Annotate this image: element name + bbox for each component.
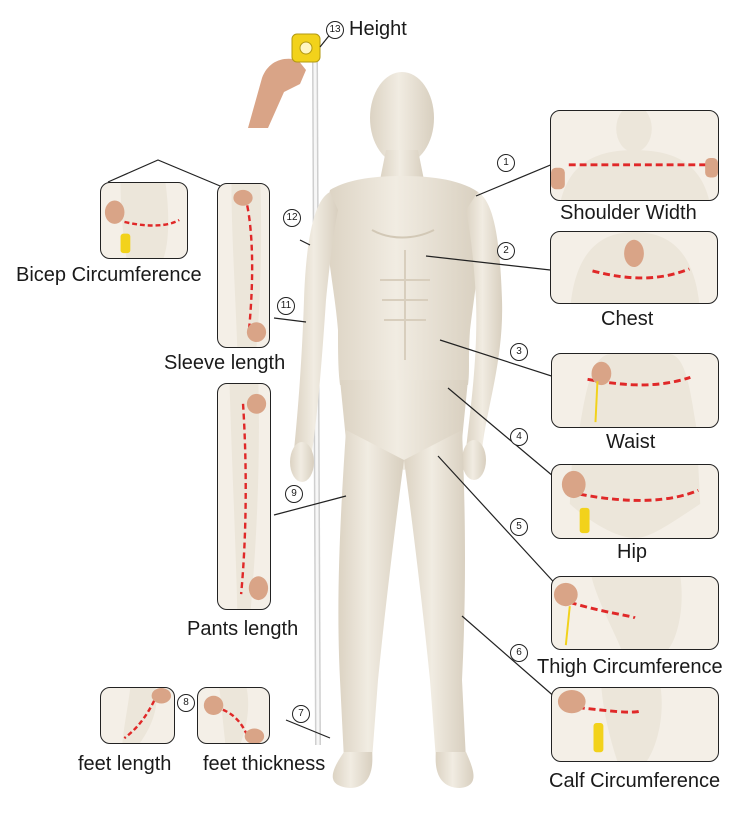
label-bicep: Bicep Circumference bbox=[16, 264, 202, 286]
badge-6: 6 bbox=[510, 644, 528, 662]
badge-4: 4 bbox=[510, 428, 528, 446]
label-feet-thickness: feet thickness bbox=[203, 753, 326, 775]
pants-photo bbox=[217, 383, 271, 610]
badge-12: 12 bbox=[283, 209, 301, 227]
calf-photo bbox=[551, 687, 719, 762]
label-pants: Pants length bbox=[187, 618, 299, 640]
label-shoulder-width: Shoulder Width bbox=[560, 202, 697, 224]
bicep-photo bbox=[100, 182, 188, 259]
feet-length-photo bbox=[100, 687, 175, 744]
badge-13: 13 bbox=[326, 21, 344, 39]
chest-photo bbox=[550, 231, 718, 304]
label-feet-length: feet length bbox=[78, 753, 172, 775]
badge-9: 9 bbox=[285, 485, 303, 503]
label-waist: Waist bbox=[606, 431, 656, 453]
label-calf: Calf Circumference bbox=[549, 770, 721, 792]
thigh-photo bbox=[551, 576, 719, 650]
sleeve-photo bbox=[217, 183, 270, 348]
badge-2: 2 bbox=[497, 242, 515, 260]
feet-thickness-photo bbox=[197, 687, 270, 744]
label-chest: Chest bbox=[601, 308, 654, 330]
badge-5: 5 bbox=[510, 518, 528, 536]
hip-photo bbox=[551, 464, 719, 539]
waist-photo bbox=[551, 353, 719, 428]
badge-1: 1 bbox=[497, 154, 515, 172]
badge-7: 7 bbox=[292, 705, 310, 723]
label-hip: Hip bbox=[617, 541, 648, 563]
badge-11: 11 bbox=[277, 297, 295, 315]
label-thigh: Thigh Circumference bbox=[537, 656, 723, 678]
badge-3: 3 bbox=[510, 343, 528, 361]
label-sleeve: Sleeve length bbox=[164, 352, 286, 374]
label-height: Height bbox=[349, 18, 407, 40]
badge-8: 8 bbox=[177, 694, 195, 712]
shoulder-width-photo bbox=[550, 110, 719, 201]
